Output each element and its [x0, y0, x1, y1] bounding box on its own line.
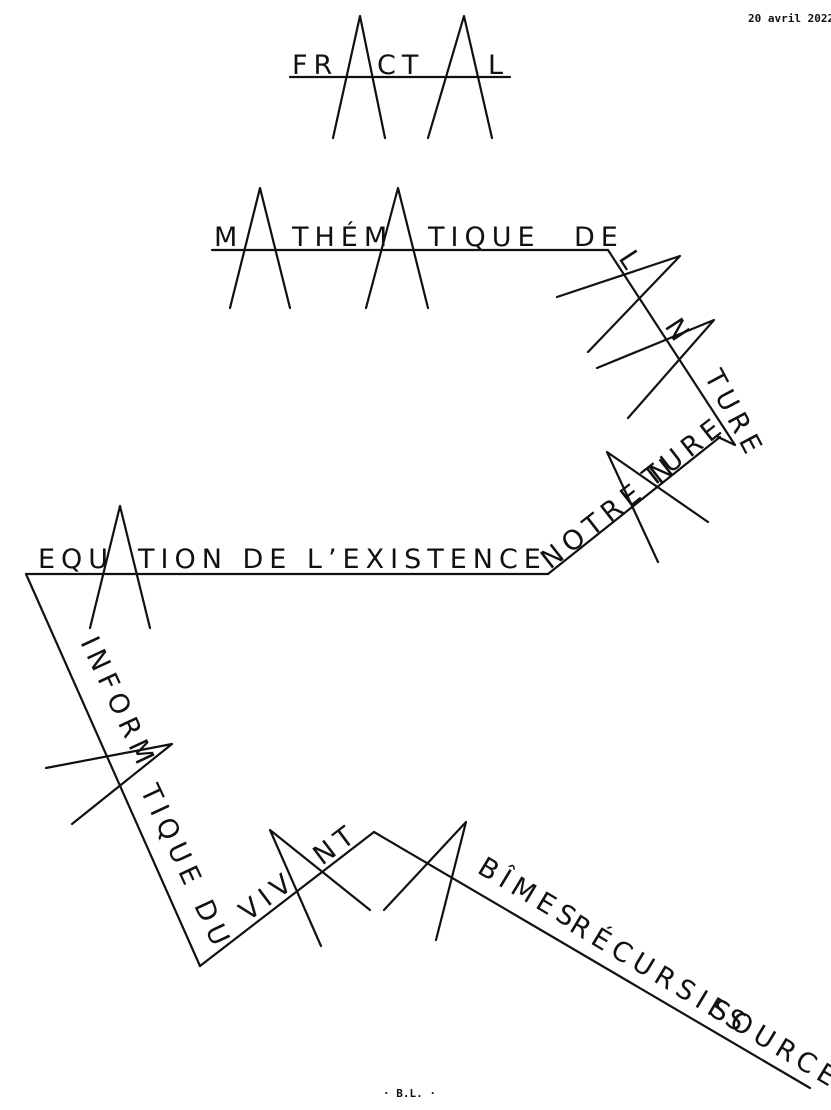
informatique-letter-a [44, 742, 174, 826]
equation-letter-a [88, 504, 152, 630]
line-informatique: INFORM TIQUE DU [24, 572, 238, 968]
fractal-text-ct: CT [377, 50, 424, 81]
vivant-text-nt: NT [308, 818, 366, 872]
line-abimes: BÎMES RÉCURSIFS SOURCES [372, 820, 831, 1108]
vivant-path [198, 830, 376, 968]
math-letter-a-1 [228, 186, 292, 310]
informatique-text-tique-du: TIQUE DU [133, 779, 237, 956]
math-text-m: M [214, 222, 243, 253]
fractal-text-fr: FR [292, 50, 338, 81]
abimes-path [372, 830, 812, 1090]
notre-letter-a [605, 450, 710, 564]
line-equation: EQU TION DE L’EXISTENCE [24, 504, 550, 630]
math-text-de: DE [574, 222, 624, 253]
notre-text-notre-n: NOTRE N [535, 450, 684, 576]
date-text: 20 avril 2022 [748, 12, 831, 25]
math-text-them: THÉM [291, 221, 393, 253]
line-fractal: FR CT L [288, 14, 512, 140]
math-text-tique: TIQUE [427, 222, 541, 253]
fractal-letter-a-1 [331, 14, 387, 140]
informatique-text-inform: INFORM [74, 632, 163, 775]
nature-letter-a-1 [555, 254, 682, 354]
equation-text-rest: TION DE L’EXISTENCE [137, 544, 547, 575]
equation-text-equ: EQU [38, 544, 114, 575]
fractal-text-l: L [488, 50, 509, 81]
line-la-nature: L N TURE [555, 245, 770, 464]
signature-text: · B.L. · [383, 1087, 436, 1100]
line-notre-nature: TURE NOTRE N [535, 410, 732, 576]
vivant-letter-a [268, 828, 372, 948]
informatique-path [24, 572, 202, 968]
notre-path [546, 435, 722, 576]
fractal-letter-a-2 [426, 14, 494, 140]
line-mathematique: M THÉM TIQUE DE [210, 186, 624, 310]
nature-letter-a-2 [595, 318, 716, 420]
abimes-letter-a [382, 820, 468, 942]
nature-path [606, 248, 737, 447]
math-letter-a-2 [364, 186, 430, 310]
abimes-text-sources: SOURCES [704, 993, 831, 1107]
vivant-text-viv: VIV [234, 865, 303, 928]
